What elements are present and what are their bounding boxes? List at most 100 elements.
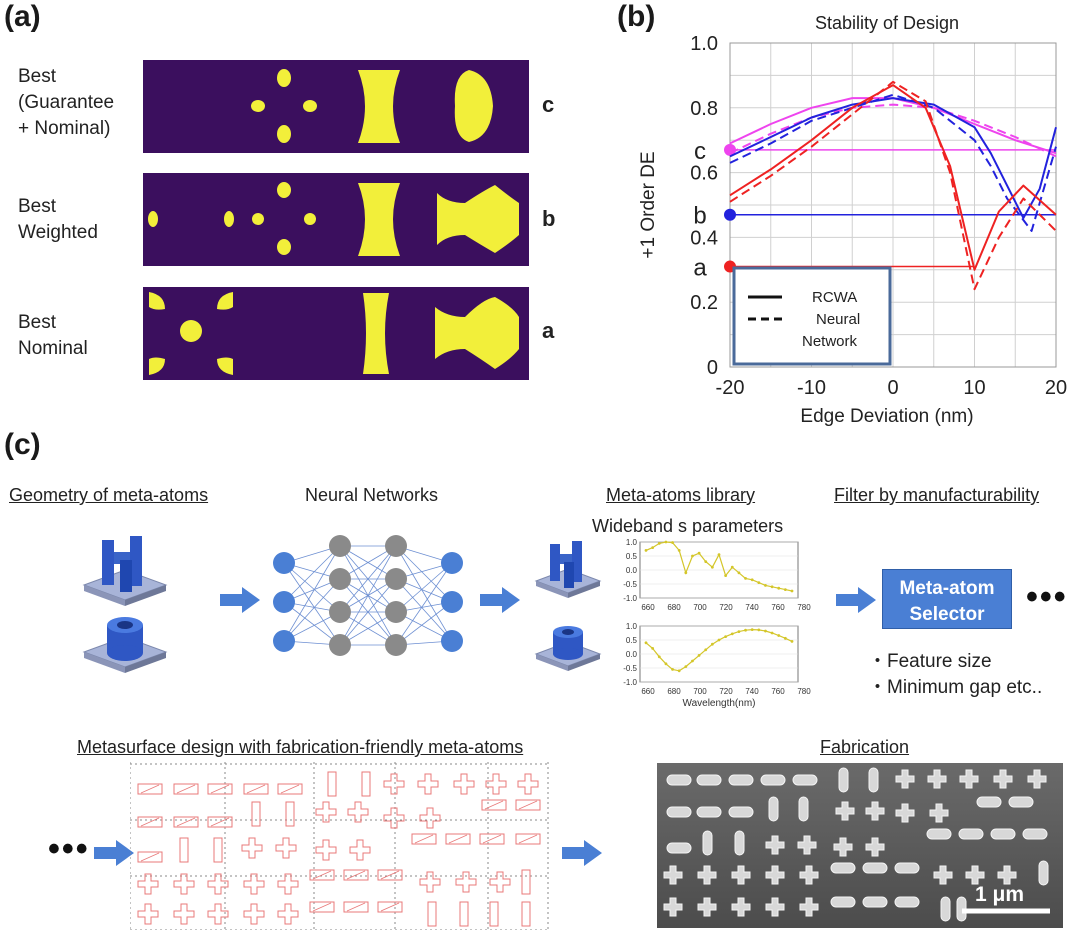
nn-edge (283, 545, 341, 603)
nn-edge (395, 601, 453, 646)
fabricated-cross-atom (865, 801, 885, 821)
y-tick-label: 0.6 (690, 163, 718, 185)
spectrum-y-tick: -1.0 (623, 594, 637, 603)
fabricated-cross-atom (797, 835, 817, 855)
fabricated-cross-atom (927, 769, 947, 789)
title-fabrication: Fabrication (820, 737, 910, 757)
nn-hidden-node (385, 535, 407, 557)
fabricated-atom (830, 896, 856, 908)
cross-atom (315, 839, 337, 861)
spectrum-x-tick: 740 (745, 687, 759, 696)
hatch (380, 870, 400, 880)
series-line-a-rcwa (729, 84, 1057, 271)
hatch (176, 817, 196, 827)
ring-atom-icon (534, 626, 602, 671)
horizontal-bar-atom (137, 816, 163, 828)
fabricated-atom (666, 806, 692, 818)
dot-shape (277, 69, 291, 87)
design-marker-label-b: b (693, 203, 706, 230)
design-marker-label-a: a (693, 255, 707, 282)
stability-chart: Stability of Design 00.20.40.60.81.0 -20… (638, 13, 1067, 427)
nn-edge (339, 578, 397, 646)
vertical-bar-atom (285, 801, 295, 827)
sem-image: 1 μm (657, 763, 1063, 928)
row-c-line1: Best (18, 66, 57, 87)
cross-atom (207, 903, 229, 925)
selector-line1: Meta-atom (899, 578, 995, 599)
neural-network-diagram (273, 535, 463, 656)
ring-atom-icon (82, 617, 168, 673)
fabricated-cross-atom (765, 897, 785, 917)
fabricated-atom (940, 896, 951, 922)
spectrum-x-tick: 740 (745, 603, 759, 612)
y-tick-label: 0 (707, 357, 718, 379)
title-geometry: Geometry of meta-atoms (9, 485, 209, 505)
dot-shape (180, 320, 202, 342)
nn-edge (339, 545, 397, 613)
design-marker-label-c: c (694, 138, 706, 165)
vertical-bar-atom (213, 837, 223, 863)
title-metasurface: Metasurface design with fabrication-frie… (77, 737, 524, 757)
ellipsis-left: ••• (48, 830, 90, 868)
fabricated-atom (728, 806, 754, 818)
vertical-bar-atom (521, 901, 531, 927)
dot-shape (251, 100, 265, 112)
hatch (484, 800, 504, 810)
horizontal-bar-atom (343, 869, 369, 881)
nn-io-node (441, 630, 463, 652)
cross-atom (419, 807, 441, 829)
vertical-bar-atom (521, 869, 531, 895)
spectrum-x-label: Wavelength(nm) (683, 698, 756, 709)
corner-shape (217, 357, 233, 375)
fabricated-cross-atom (929, 803, 949, 823)
fabricated-cross-atom (765, 835, 785, 855)
dot-shape (148, 211, 158, 227)
metasurface-layout (130, 762, 549, 930)
fabricated-cross-atom (835, 801, 855, 821)
fabricated-cross-atom (799, 865, 819, 885)
spectrum-y-tick: 1.0 (626, 538, 638, 547)
design-shapes-a (149, 292, 519, 375)
design-markers: c ba (693, 138, 1056, 282)
x-tick-label: 0 (887, 377, 898, 399)
spectrum-x-tick: 660 (641, 687, 655, 696)
legend-box (732, 266, 892, 366)
nn-edge (395, 562, 453, 646)
horizontal-bar-atom (309, 901, 335, 913)
hatch (140, 817, 160, 827)
fabricated-atom (696, 774, 722, 786)
design-shapes-b (148, 182, 519, 256)
nn-hidden-node (329, 634, 351, 656)
spectrum-curve (645, 541, 793, 592)
nn-io-node (273, 591, 295, 613)
nn-hidden-node (385, 601, 407, 623)
cross-atom (207, 873, 229, 895)
cross-atom (485, 773, 507, 795)
fabricated-atom (760, 774, 786, 786)
fabricated-cross-atom (731, 897, 751, 917)
x-tick-label: -20 (716, 377, 745, 399)
plot-frame (729, 42, 1057, 368)
cross-atom (517, 773, 539, 795)
horizontal-bar-atom (137, 851, 163, 863)
nn-edge (395, 545, 453, 642)
spectrum-x-tick: 720 (719, 603, 733, 612)
bar-shape (363, 293, 389, 374)
title-library: Meta-atoms library (606, 485, 756, 505)
corner-shape (217, 292, 233, 310)
cross-atom (137, 873, 159, 895)
row-b-line1: Best (18, 196, 57, 217)
horizontal-bar-atom (377, 901, 403, 913)
row-letter-b: b (542, 206, 556, 231)
fabricated-cross-atom (833, 837, 853, 857)
x-tick-label: 20 (1045, 377, 1067, 399)
nn-edge (339, 545, 397, 646)
fabricated-atom (838, 767, 849, 793)
dot-shape (304, 213, 316, 225)
hatch (312, 870, 332, 880)
legend-solid-label: RCWA (812, 289, 857, 306)
hatch (380, 902, 400, 912)
fabricated-cross-atom (933, 865, 953, 885)
hatch (414, 834, 434, 844)
